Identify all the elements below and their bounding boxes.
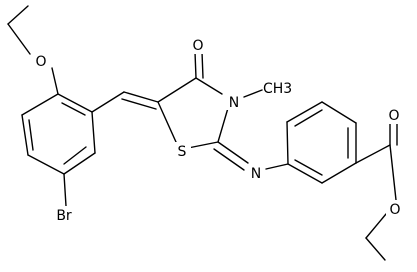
ester-ethyl-bond [365, 237, 386, 261]
aryl-ring-bond [57, 93, 93, 113]
benzoate-ring-bond [321, 162, 357, 184]
aryl-ring-bond [21, 114, 29, 156]
aryl-ring-bond [91, 111, 96, 154]
ethoxy-ch3-bond [7, 5, 29, 25]
aryl-ring-inner-bond [61, 102, 86, 116]
aryl-ring-bond [21, 93, 59, 116]
benzoate-ring-inner-bond [294, 109, 323, 127]
benzoate-ring-inner-bond [294, 159, 323, 176]
aryl-br-bond [63, 173, 67, 207]
ring-sulfur-label: S [178, 144, 187, 160]
bonds [7, 5, 398, 261]
imine-double-bond [213, 148, 245, 171]
benzoate-ring-bond [286, 101, 323, 123]
imine-double-bond [217, 141, 249, 164]
thiazolidine-ring-bond [195, 77, 223, 95]
methylidene-double-bond [121, 98, 157, 110]
thiazolidine-ring-bond [157, 101, 177, 143]
aryl-ring-bond [27, 154, 65, 175]
n-methyl-bond [243, 89, 263, 98]
benzoate-ring-bond [287, 163, 323, 184]
ester-single-bond [389, 144, 397, 201]
aryl-carbonyl-bond [355, 144, 391, 164]
ketone-oxygen-label: O [192, 38, 203, 54]
benzoate-ring-bond [321, 101, 357, 124]
imine-nitrogen-label: N [251, 166, 261, 182]
ring-nitrogen-label: N [229, 95, 239, 111]
thiazolidine-ring-bond [217, 107, 229, 143]
thiazolidine-ring-bond [187, 141, 219, 149]
imine-aryl-bond [265, 163, 289, 170]
benzoate-ring-bond [286, 121, 289, 165]
atom-labels: O Br O N CH3 S N O O [32, 36, 404, 224]
carbonyl-oxygen-label: O [388, 108, 399, 124]
ethoxy-o-aryl-bond [51, 67, 59, 95]
ester-oxygen-label: O [389, 202, 400, 218]
aryl-vinyl-bond [91, 91, 125, 113]
ketone-double-bond [201, 51, 204, 79]
bromine-label: Br [56, 208, 72, 224]
ether-oxygen-label: O [35, 54, 46, 70]
aryl-ring-bond [63, 152, 96, 175]
methylidene-double-bond [123, 91, 159, 103]
aryl-ring-inner-bond [63, 146, 87, 165]
ketone-double-bond [194, 51, 197, 79]
ester-ethyl-bond [365, 213, 387, 239]
ethoxy-ch2-bond [7, 23, 31, 55]
aryl-ring-inner-bond [28, 119, 34, 151]
thiazolidine-ring-bond [157, 77, 197, 103]
methyl-label: CH3 [263, 81, 292, 97]
